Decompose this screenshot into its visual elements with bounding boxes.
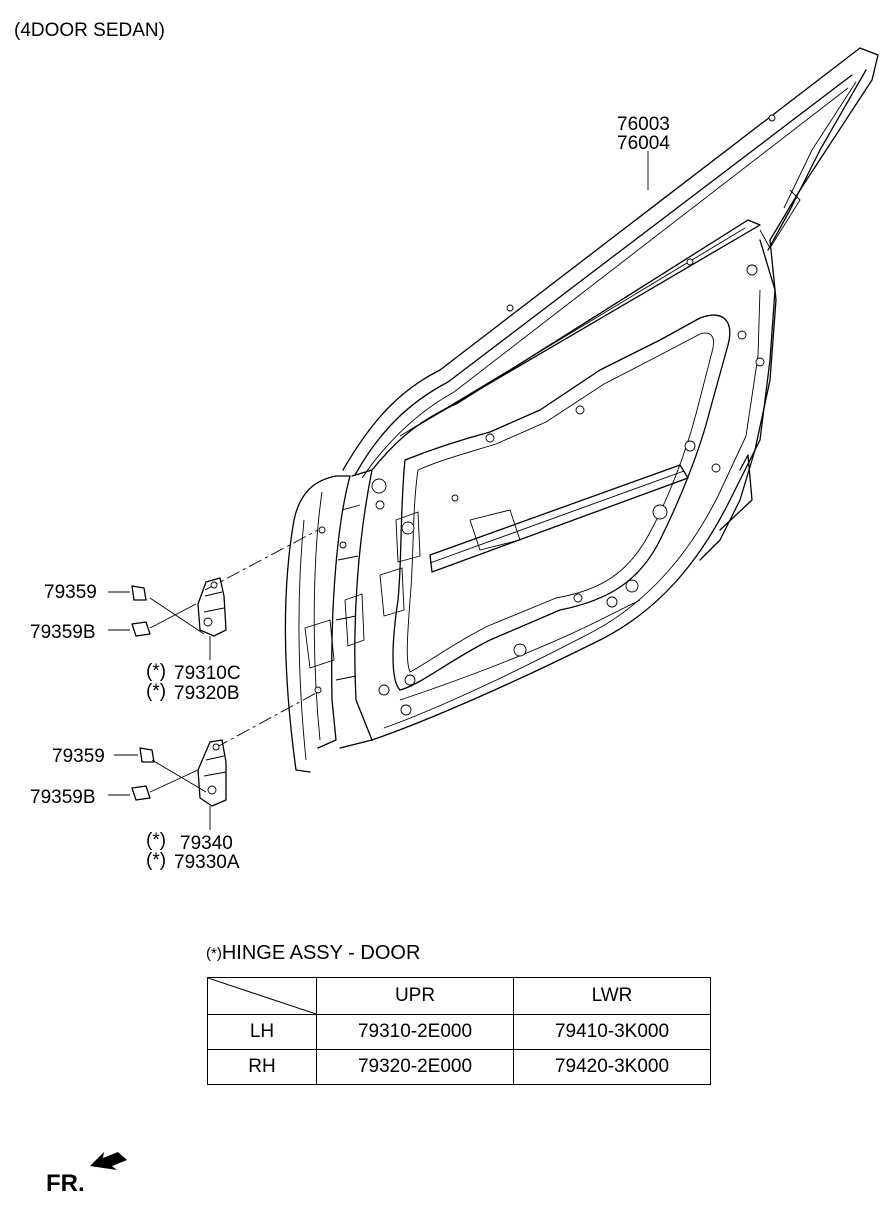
cell-lh-lwr: 79410-3K000 xyxy=(513,1014,711,1050)
callout-lower-hinge-1: 79340 xyxy=(180,833,233,854)
callout-76004: 76004 xyxy=(617,133,670,154)
callout-lower-hinge-2: 79330A xyxy=(174,852,240,873)
panel-holes xyxy=(314,114,776,716)
note-marker: (*) xyxy=(206,945,222,962)
front-direction-label: FR. xyxy=(46,1170,85,1197)
table-header-row: UPR LWR xyxy=(207,977,711,1015)
callout-upper-hinge-1: 79310C xyxy=(174,663,241,684)
cell-rh-lwr: 79420-3K000 xyxy=(513,1049,711,1085)
lower-alignment-line xyxy=(214,691,319,749)
callout-upper-bolt: 79359 xyxy=(44,582,97,603)
hinge-table: UPR LWR LH 79310-2E000 79410-3K000 RH 79… xyxy=(207,977,711,1085)
lower-bolt-b xyxy=(108,785,151,801)
table-corner-cell xyxy=(207,977,317,1015)
row-side-lh: LH xyxy=(207,1014,317,1050)
note-marker: (*) xyxy=(146,661,166,682)
column-header-lwr: LWR xyxy=(513,977,711,1015)
cell-rh-upr: 79320-2E000 xyxy=(316,1049,514,1085)
lower-hinge xyxy=(149,739,227,830)
column-header-upr: UPR xyxy=(316,977,514,1015)
note-marker: (*) xyxy=(146,681,166,702)
arrow-icon xyxy=(90,1152,127,1170)
lower-bolt xyxy=(114,747,155,763)
table-title: (*)HINGE ASSY - DOOR xyxy=(206,942,420,965)
upper-hinge xyxy=(149,577,227,660)
table-title-text: HINGE ASSY - DOOR xyxy=(221,942,421,964)
door-panel-outline xyxy=(284,47,879,773)
upper-bolt-b xyxy=(108,621,151,637)
upper-alignment-line xyxy=(204,529,319,591)
row-side-rh: RH xyxy=(207,1049,317,1085)
note-marker: (*) xyxy=(146,850,166,871)
callout-upper-bolt-b: 79359B xyxy=(30,622,96,643)
diagram-title: (4DOOR SEDAN) xyxy=(14,20,165,41)
callout-upper-hinge-2: 79320B xyxy=(174,683,240,704)
callout-lower-bolt-b: 79359B xyxy=(30,787,96,808)
callout-lower-bolt: 79359 xyxy=(52,746,105,767)
table-row: LH 79310-2E000 79410-3K000 xyxy=(207,1014,711,1050)
table-row: RH 79320-2E000 79420-3K000 xyxy=(207,1049,711,1085)
upper-bolt xyxy=(108,585,147,601)
note-marker: (*) xyxy=(146,830,166,851)
callout-76003: 76003 xyxy=(617,114,670,135)
cell-lh-upr: 79310-2E000 xyxy=(316,1014,514,1050)
